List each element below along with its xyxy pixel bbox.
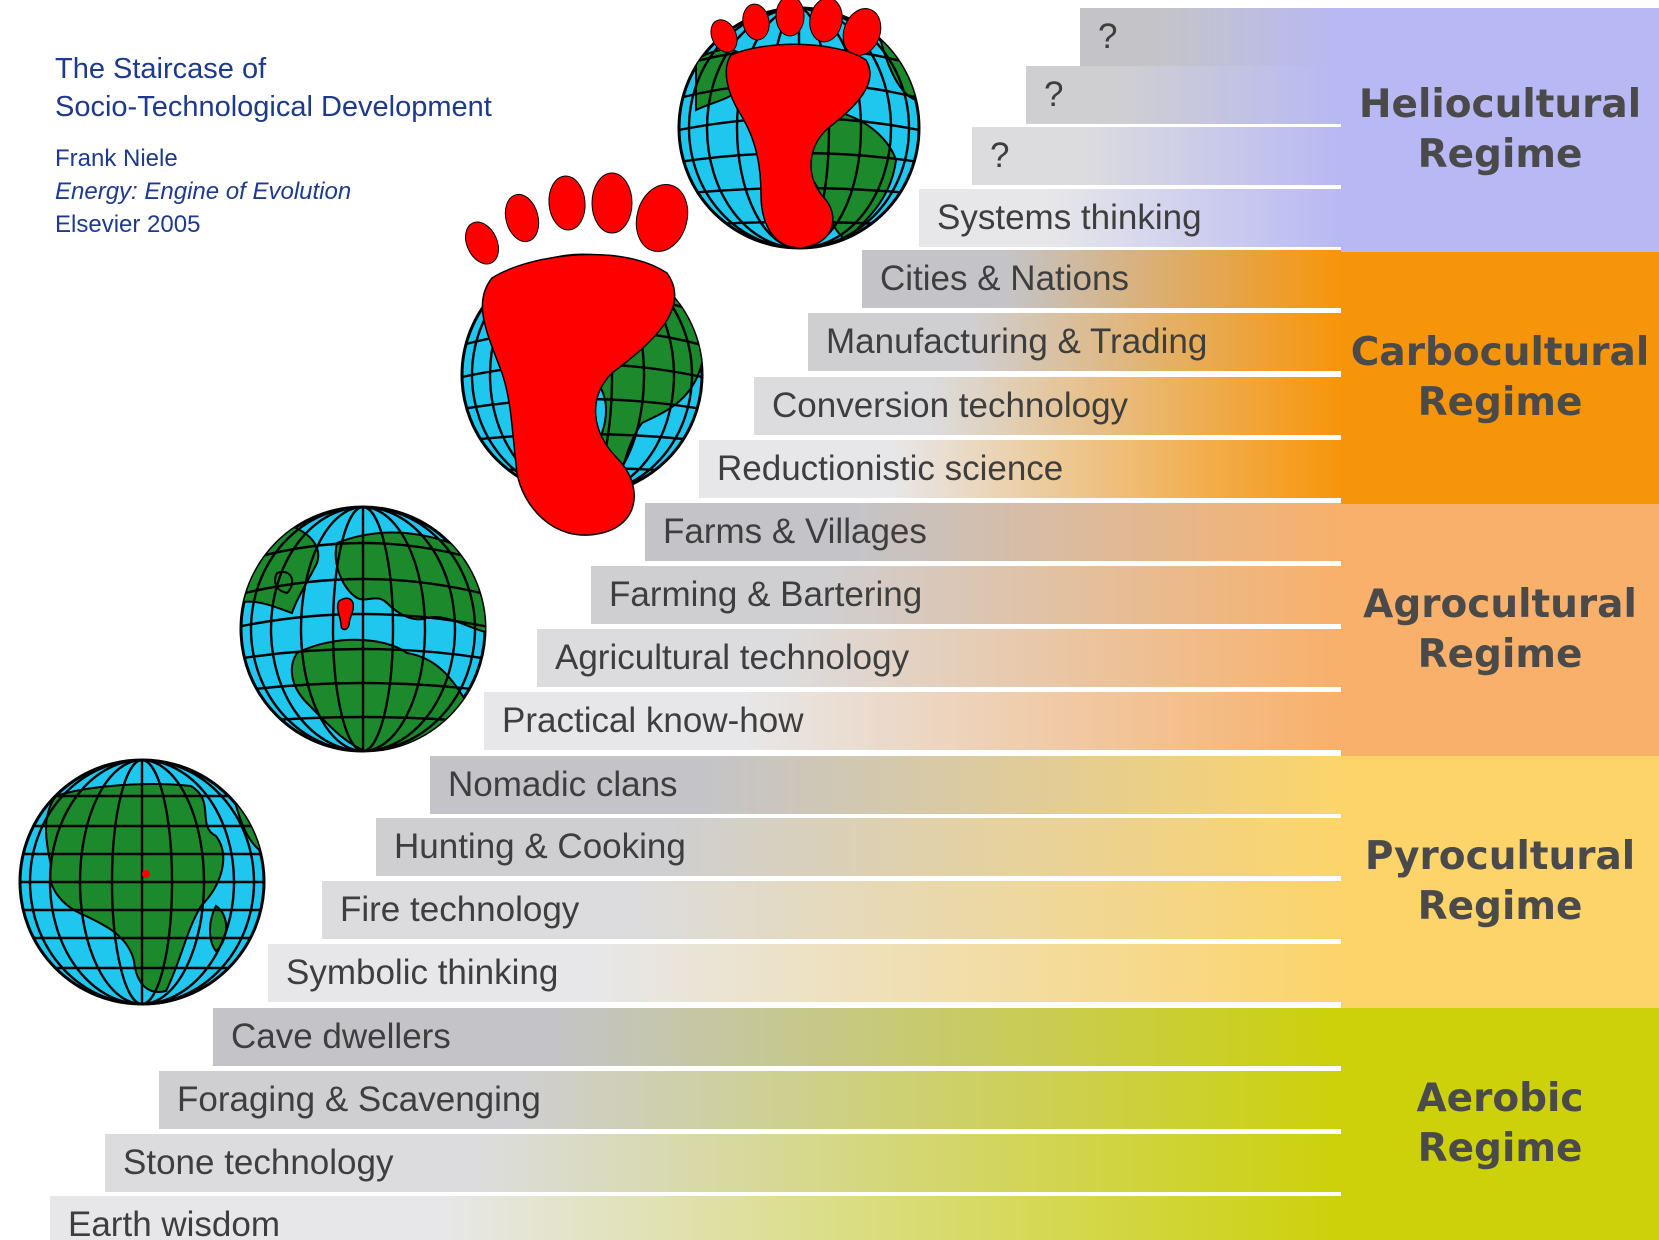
stair-step: Manufacturing & Trading [808, 313, 1341, 371]
stair-step: ? [1080, 8, 1341, 66]
regime-agrocultural: Agrocultural Regime [1341, 504, 1659, 756]
step-label: Agricultural technology [555, 638, 910, 677]
caption-publisher: Elsevier 2005 [55, 211, 201, 238]
caption-author: Frank Niele [55, 145, 178, 172]
stair-step: Nomadic clans [430, 756, 1341, 814]
step-label: Cities & Nations [880, 259, 1129, 298]
step-label: Cave dwellers [231, 1017, 451, 1056]
stair-step: Fire technology [322, 881, 1341, 939]
globe-footprint-full-icon [677, 0, 921, 250]
stair-step: ? [972, 127, 1341, 185]
step-label: Systems thinking [937, 198, 1202, 237]
stair-step: Earth wisdom [50, 1196, 1341, 1240]
step-label: Practical know-how [502, 701, 804, 740]
step-label: Nomadic clans [448, 765, 678, 804]
stair-step: Practical know-how [484, 692, 1341, 750]
step-label: Stone technology [123, 1143, 394, 1182]
stair-step: Foraging & Scavenging [159, 1071, 1341, 1129]
regime-label: Agrocultural Regime [1363, 582, 1637, 677]
step-label: Fire technology [340, 890, 580, 929]
step-label: Manufacturing & Trading [826, 322, 1208, 361]
regime-carbocultural: Carbocultural Regime [1341, 252, 1659, 504]
step-label: Farms & Villages [663, 512, 927, 551]
globe-africa-icon [18, 758, 266, 1006]
stair-step: Agricultural technology [537, 629, 1341, 687]
stair-step: Hunting & Cooking [376, 818, 1341, 876]
step-label: Foraging & Scavenging [177, 1080, 541, 1119]
step-label: Earth wisdom [68, 1205, 281, 1240]
regime-label: Heliocultural Regime [1358, 82, 1642, 177]
step-label: Reductionistic science [717, 449, 1064, 488]
step-label: Conversion technology [772, 386, 1129, 425]
stair-step: Systems thinking [919, 189, 1341, 247]
stair-step: Stone technology [105, 1134, 1341, 1192]
globe-europe-icon [239, 505, 487, 753]
regime-pyrocultural: Pyrocultural Regime [1341, 756, 1659, 1008]
step-label: Farming & Bartering [609, 575, 923, 614]
globe-footprint-large-icon [460, 172, 704, 536]
stair-step: ? [1026, 66, 1341, 124]
step-label: ? [1044, 75, 1064, 114]
stair-step: Symbolic thinking [268, 944, 1341, 1002]
regime-heliocultural: Heliocultural Regime [1341, 8, 1659, 252]
step-label: ? [1098, 17, 1118, 56]
regime-label: Aerobic Regime [1416, 1076, 1584, 1171]
caption-title-line1: The Staircase of [55, 53, 267, 85]
stair-step: Farms & Villages [645, 503, 1341, 561]
regime-aerobic: Aerobic Regime [1341, 1008, 1659, 1240]
caption-title-line2: Socio-Technological Development [55, 91, 492, 123]
stair-step: Reductionistic science [699, 440, 1341, 498]
step-label: Hunting & Cooking [394, 827, 686, 866]
step-label: Symbolic thinking [286, 953, 559, 992]
stair-step: Conversion technology [754, 377, 1341, 435]
regime-label: Pyrocultural Regime [1364, 834, 1636, 929]
step-label: ? [990, 136, 1010, 175]
stair-step: Cave dwellers [213, 1008, 1341, 1066]
caption-block: The Staircase of Socio-Technological Dev… [55, 50, 492, 241]
stair-step: Farming & Bartering [591, 566, 1341, 624]
stair-step: Cities & Nations [862, 250, 1341, 308]
caption-book: Energy: Engine of Evolution [55, 178, 352, 205]
regime-label: Carbocultural Regime [1350, 330, 1650, 425]
